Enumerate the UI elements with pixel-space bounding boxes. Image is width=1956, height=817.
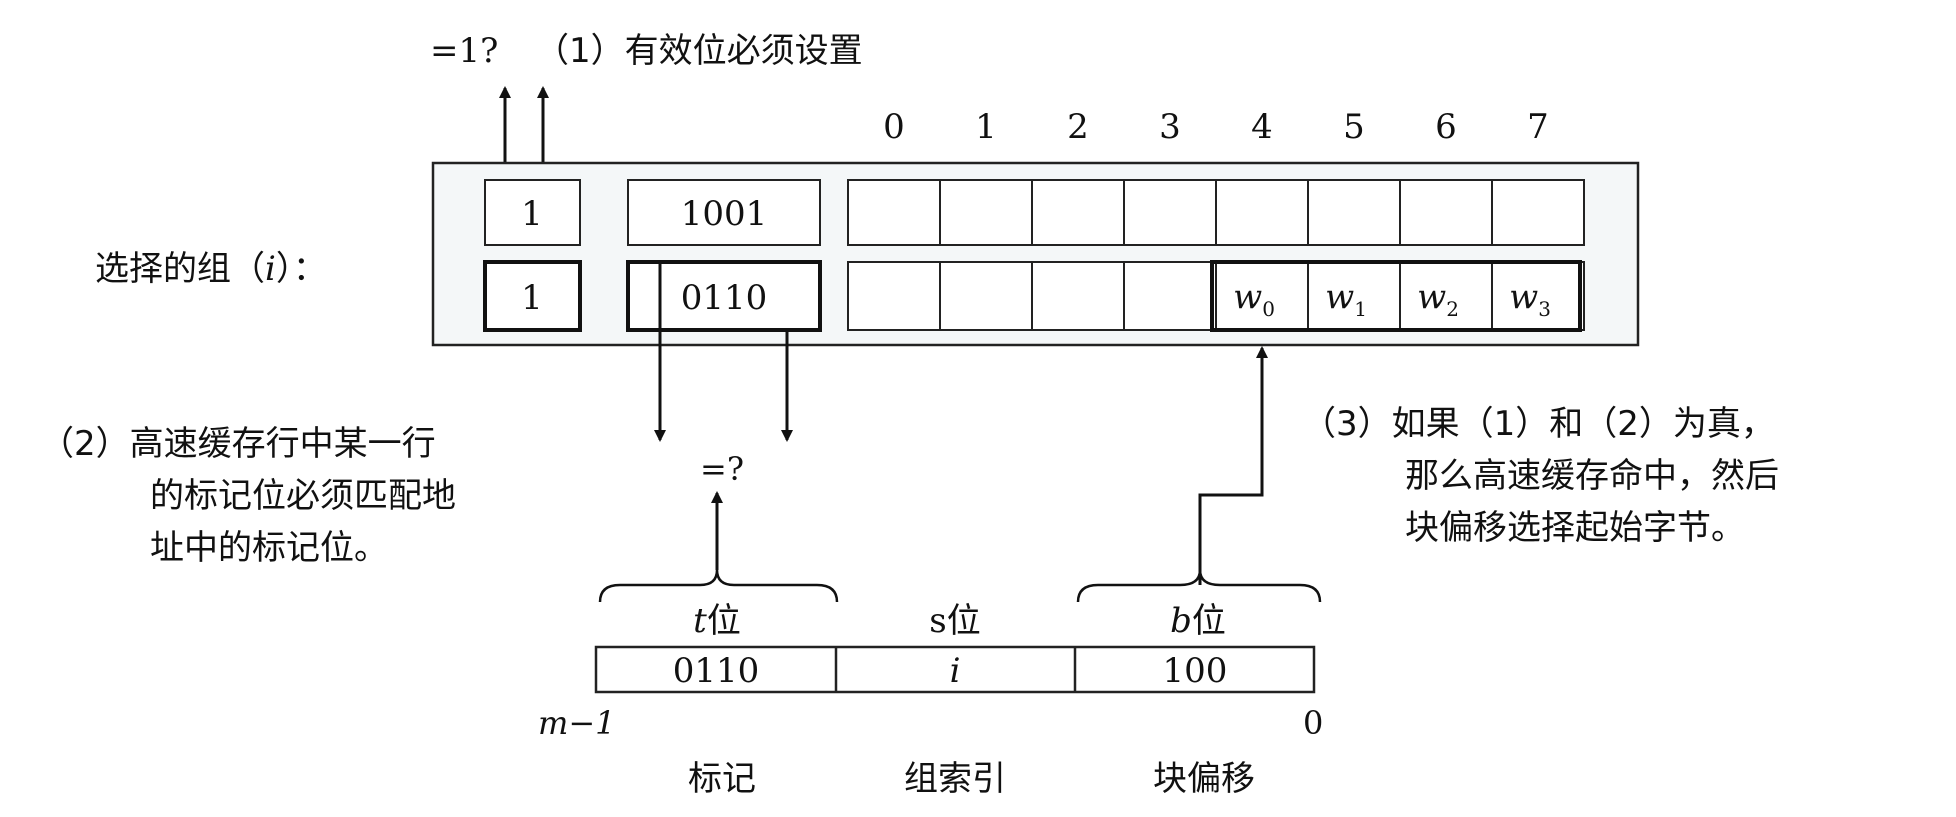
data-block-line1: w0 w1 w2 w3 [847,261,1585,331]
data-word: w0 [1233,277,1275,321]
data-block-line0 [847,179,1585,246]
step2-line3: 址中的标记位。 [150,528,388,568]
block-offset-label: 7 [1527,107,1549,147]
step3-line1: （3）如果（1）和（2）为真， [1302,404,1775,444]
field-name-set-index: 组索引 [904,759,1006,799]
valid-bit-line1: 1 [521,278,543,318]
tag-field-brace [598,569,839,603]
block-offset-label: 5 [1343,107,1365,147]
selected-set-text: 选择的组（ [95,249,265,289]
data-word: w1 [1325,277,1367,321]
address-set-index-value: i [950,651,961,691]
set-index-var: i [265,249,276,289]
address-offset-value: 100 [1163,651,1228,691]
data-cell [1307,179,1401,246]
data-cell [1123,261,1217,331]
data-cell [1215,261,1309,331]
selected-words-outline [1210,260,1582,332]
step2-line1: （2）高速缓存行中某一行 [40,424,436,464]
step2-line2: 的标记位必须匹配地 [150,476,456,516]
data-cell [1123,179,1217,246]
block-offset-label: 2 [1067,107,1089,147]
step1-label: （1）有效位必须设置 [535,31,863,71]
tag-bits-header: t位 [693,601,741,641]
field-name-block-offset: 块偏移 [1153,759,1255,799]
tag-line1: 0110 [681,278,768,318]
tag-compare-marker: =? [700,450,744,488]
data-cell [939,179,1033,246]
selected-set-label: 选择的组（i）： [95,249,327,289]
tag-line0: 1001 [681,194,768,234]
data-cell [1491,179,1585,246]
data-cell [1491,261,1585,331]
address-high-bit: m−1 [538,704,616,742]
data-word: w2 [1417,277,1459,321]
block-offset-label: 1 [975,107,997,147]
selected-set-suffix: ）： [276,249,327,289]
block-offset-label: 0 [883,107,905,147]
block-offset-label: 3 [1159,107,1181,147]
data-cell [847,179,941,246]
block-offset-labels: 0 1 2 3 4 5 6 7 [883,107,1549,147]
valid-bit-cell-line0 [484,179,581,246]
tag-cell-line0 [627,179,821,246]
address-tag-value: 0110 [673,651,760,691]
offset-bits-header: b位 [1170,601,1226,641]
offset-field-brace [1076,569,1322,603]
step3-line2: 那么高速缓存命中，然后 [1405,456,1779,496]
valid-check-marker: =1? [430,31,498,71]
address-bar [594,645,1316,694]
data-cell [1399,179,1493,246]
data-word: w3 [1509,277,1551,321]
data-cell [847,261,941,331]
data-cell [1215,179,1309,246]
valid-bit-line0: 1 [521,194,543,234]
block-offset-arrow [1198,346,1268,585]
data-cell [939,261,1033,331]
valid-bit-cell-line1 [483,260,582,332]
set-bits-header: s位 [929,601,980,641]
data-cell [1031,261,1125,331]
step3-line3: 块偏移选择起始字节。 [1405,508,1745,548]
address-low-bit: 0 [1303,704,1323,742]
block-offset-label: 4 [1251,107,1273,147]
field-name-tag: 标记 [688,759,756,799]
data-cell [1031,179,1125,246]
block-offset-label: 6 [1435,107,1457,147]
